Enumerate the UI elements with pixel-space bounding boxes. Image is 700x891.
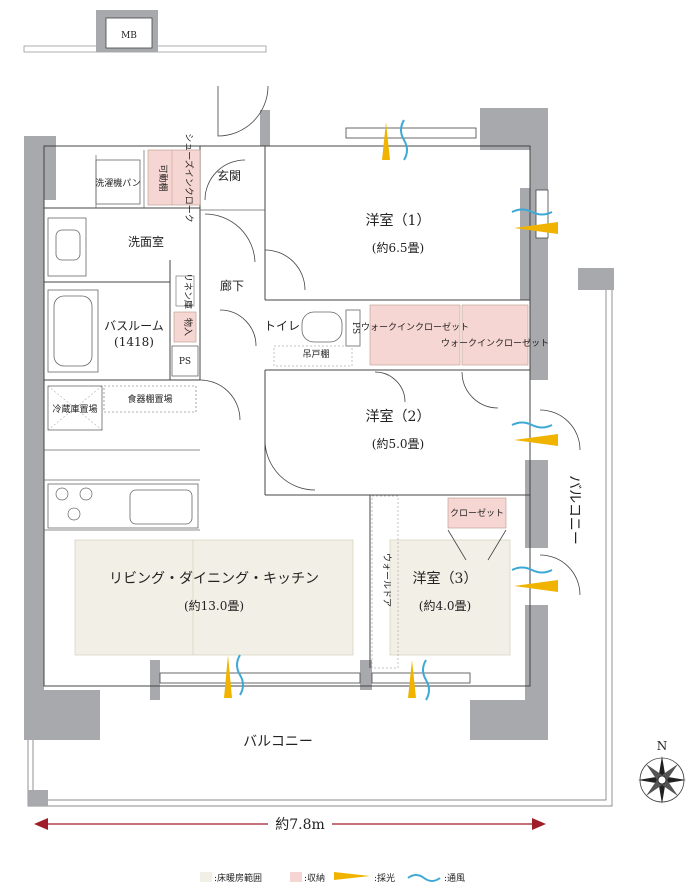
room2-label: 洋室（2）	[366, 408, 431, 425]
north-label: N	[657, 739, 668, 753]
bathroom-size: (1418)	[114, 335, 154, 349]
ps-label-1: PS	[179, 357, 191, 367]
wind-icon	[422, 659, 430, 701]
shoes-closet-area	[147, 149, 201, 206]
light-icon	[224, 655, 232, 698]
rouka-label: 廊下	[220, 278, 244, 293]
wall-door-track	[371, 495, 399, 669]
balcony-outline	[23, 45, 614, 807]
room3-size: (約4.0畳)	[419, 598, 471, 613]
legend-wind: :通風	[444, 873, 465, 884]
legend-light: :採光	[374, 872, 395, 884]
dimension-label: 約7.8m	[275, 817, 325, 833]
genkan-label: 玄関	[217, 168, 241, 183]
light-icon	[382, 122, 390, 160]
fridge-label: 冷蔵庫置場	[52, 403, 97, 415]
balcony-right-label: バルコニー	[566, 475, 582, 545]
balcony-post-top	[578, 268, 614, 290]
ldk-label: リビング・ダイニング・キッチン	[109, 571, 319, 587]
room3-label: 洋室（3）	[413, 570, 478, 587]
ps-box-1	[171, 345, 199, 377]
dimension-line: 約7.8m	[34, 814, 546, 834]
tsuridana-shelf	[273, 345, 353, 367]
ldk-size: (約13.0畳)	[184, 598, 244, 613]
toilet-bowl	[301, 311, 343, 343]
dish-shelf-space	[103, 385, 197, 413]
washer-pan-label: 洗濯機パン	[95, 177, 140, 189]
legend-swatch-floor-heating	[200, 872, 212, 882]
room3-balcony-door	[539, 554, 581, 596]
ldk-floor-heating	[74, 539, 354, 656]
ldk-door	[199, 379, 241, 421]
walk-in-closet-1-area	[369, 304, 461, 366]
room1-label: 洋室（1）	[366, 212, 431, 229]
sink	[47, 217, 87, 277]
closet-label: クローゼット	[450, 507, 504, 519]
shoes-closet-label: シューズインクローク	[183, 133, 195, 223]
light-wind-indicators	[224, 119, 558, 701]
wall-door-label: ウォールドア	[381, 553, 392, 607]
balcony-bottom-label: バルコニー	[243, 734, 313, 750]
entrance-door	[217, 85, 269, 137]
bathroom-label: バスルーム	[104, 319, 164, 333]
linen-label: リネン庫	[182, 273, 194, 309]
wind-icon	[511, 208, 553, 216]
wind-icon	[511, 566, 553, 574]
legend: :床暖房範囲 :収納 :採光 :通風	[200, 872, 465, 884]
dish-shelf-label: 食器棚置場	[127, 393, 172, 405]
mb-label: MB	[121, 31, 137, 41]
balcony-post	[28, 790, 48, 806]
toilet-label: トイレ	[264, 319, 300, 333]
kadoudana-label: 可動棚	[157, 164, 169, 191]
senmenjo-label: 洗面室	[128, 234, 164, 249]
monoire-area	[173, 311, 197, 343]
wind-icon	[407, 874, 441, 882]
toilet-door	[219, 309, 257, 347]
compass: N	[638, 739, 686, 804]
light-icon	[514, 434, 558, 446]
monoire-label: 物入	[182, 318, 194, 336]
wind-icon	[511, 421, 553, 429]
legend-swatch-storage	[290, 872, 302, 882]
room2-size: (約5.0畳)	[372, 436, 424, 451]
walk-in-closet-2-area	[461, 304, 529, 366]
light-icon	[514, 580, 558, 592]
linen-area	[175, 275, 195, 307]
ps-label-2: PS	[350, 322, 360, 334]
fridge-space	[47, 385, 103, 431]
interior-lines	[43, 145, 531, 687]
walk-in-1-label: ウォークインクローゼット	[361, 321, 469, 333]
ldk-window	[159, 672, 361, 684]
walk-in-2-label: ウォークインクローゼット	[441, 337, 549, 349]
room-labels: 玄関 洗濯機パン 可動棚 シューズインクローク 洗面室 廊下 リネン庫 物入 バ…	[52, 133, 582, 750]
room3-window	[371, 672, 471, 684]
wind-icon	[236, 654, 244, 696]
room1-size: (約6.5畳)	[372, 240, 424, 255]
kitchen-counter	[47, 483, 199, 529]
stove-burner	[55, 487, 69, 501]
hallway-door	[204, 213, 256, 263]
mb-box: MB	[96, 10, 158, 52]
light-icon	[408, 660, 416, 698]
exterior-walls	[24, 108, 548, 740]
legend-storage: :収納	[304, 872, 325, 884]
wind-icon	[400, 119, 408, 161]
bathtub	[47, 289, 99, 373]
light-icon	[514, 222, 558, 234]
closet-area	[447, 497, 507, 529]
room1-door	[264, 249, 306, 291]
room2-door	[264, 439, 316, 491]
doors	[199, 85, 581, 596]
tsuridana-label: 吊戸棚	[302, 348, 329, 360]
washer-pan	[95, 159, 141, 205]
light-icon	[334, 872, 370, 880]
legend-floor-heating: :床暖房範囲	[214, 872, 262, 884]
kitchen-sink	[129, 489, 193, 525]
room1-top-window	[345, 127, 477, 139]
room3-floor-heating	[389, 539, 511, 656]
room2-balcony-door	[539, 409, 581, 451]
fixtures	[47, 159, 399, 669]
ps-box-2	[345, 309, 361, 347]
